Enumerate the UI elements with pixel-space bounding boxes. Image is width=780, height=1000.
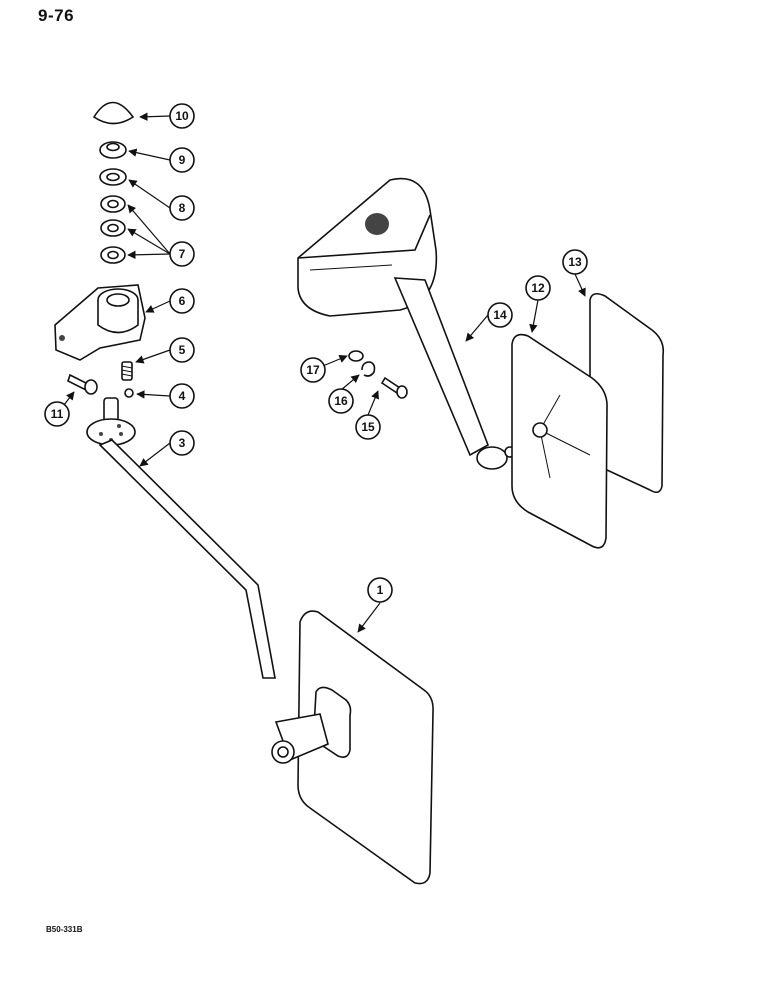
callout-5: 5 — [169, 337, 195, 363]
part-arm-3 — [86, 397, 276, 679]
svg-text:3: 3 — [179, 436, 186, 450]
svg-text:11: 11 — [51, 407, 64, 421]
svg-text:12: 12 — [531, 281, 545, 295]
callout-16: 16 — [328, 388, 354, 414]
part-washer-17 — [348, 350, 364, 362]
callout-7: 7 — [169, 241, 195, 267]
callout-10: 10 — [169, 103, 195, 129]
part-spring-washers-7 — [100, 195, 126, 264]
svg-text:6: 6 — [179, 294, 186, 308]
part-clip-16 — [361, 361, 376, 377]
callout-11: 11 — [44, 401, 70, 427]
callout-4: 4 — [169, 383, 195, 409]
part-mirror-12 — [511, 333, 608, 549]
callout-13: 13 — [562, 249, 588, 275]
callout-15: 15 — [355, 414, 381, 440]
part-bolt-11 — [67, 373, 98, 395]
part-ball-4 — [124, 388, 134, 398]
callout-14: 14 — [487, 302, 513, 328]
callout-6: 6 — [169, 288, 195, 314]
svg-text:17: 17 — [306, 363, 320, 377]
callout-8: 8 — [169, 195, 195, 221]
svg-text:10: 10 — [175, 109, 189, 123]
callout-3: 3 — [169, 430, 195, 456]
svg-text:5: 5 — [179, 343, 186, 357]
svg-text:13: 13 — [568, 255, 582, 269]
part-bracket-6 — [54, 284, 146, 361]
part-spring-5 — [121, 361, 133, 381]
svg-text:8: 8 — [179, 201, 186, 215]
part-washer-8 — [99, 168, 127, 186]
callout-12: 12 — [525, 275, 551, 301]
page-number: 9-76 — [38, 6, 75, 25]
part-arm-14 — [393, 277, 516, 470]
svg-text:9: 9 — [179, 153, 186, 167]
part-nut-9 — [99, 141, 127, 159]
svg-text:16: 16 — [334, 394, 348, 408]
svg-text:4: 4 — [179, 389, 186, 403]
svg-text:1: 1 — [377, 583, 384, 597]
svg-text:14: 14 — [493, 308, 507, 322]
part-cap-10 — [92, 101, 135, 125]
svg-text:15: 15 — [361, 420, 375, 434]
figure-code: B50-331B — [46, 925, 83, 934]
part-bolt-15 — [380, 376, 408, 399]
svg-text:7: 7 — [179, 247, 186, 261]
callout-17: 17 — [300, 357, 326, 383]
callout-1: 1 — [367, 577, 393, 603]
part-mirror-1 — [271, 610, 434, 885]
callout-9: 9 — [169, 147, 195, 173]
